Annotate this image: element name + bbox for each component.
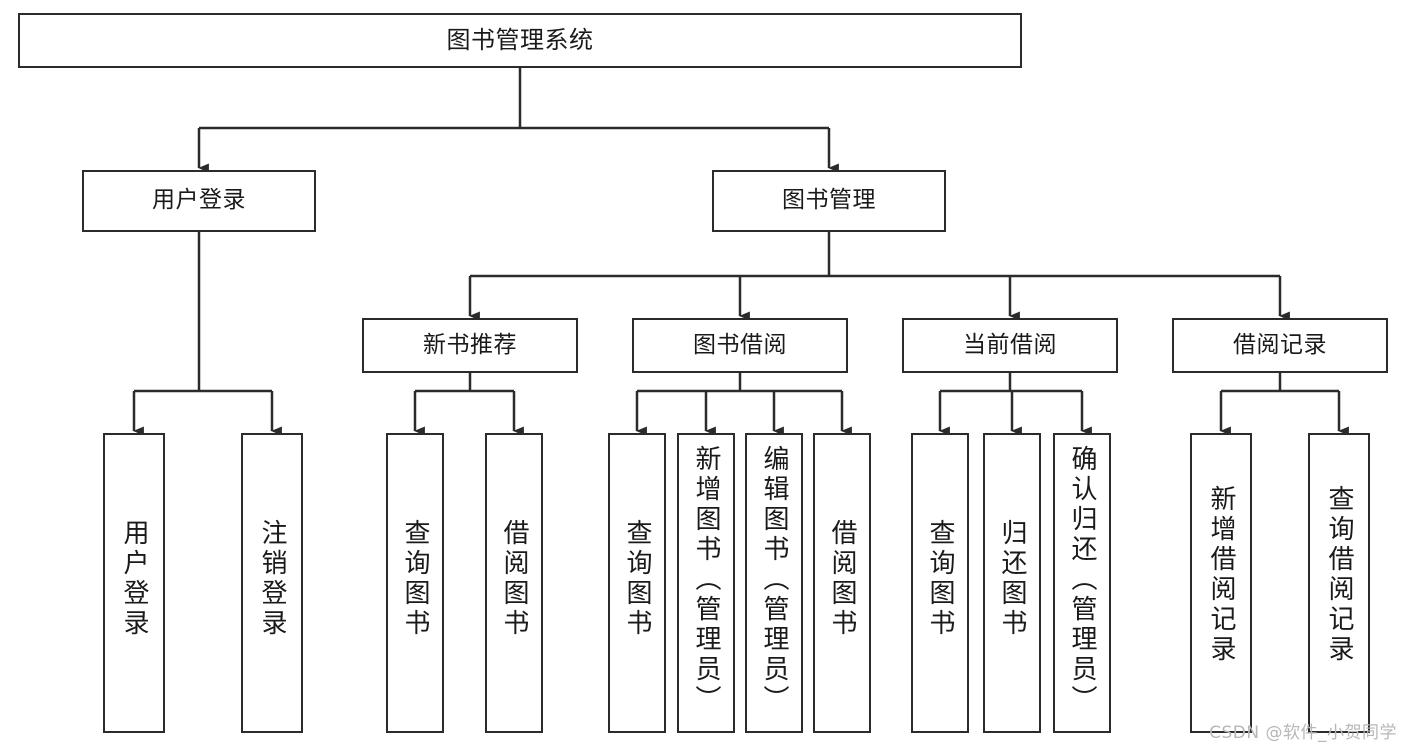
csdn-watermark: CSDN @软件_小贺同学	[1209, 723, 1397, 743]
node-leaf-query-book-3[interactable]: 查询图书	[911, 433, 969, 733]
node-label: 新增借阅记录	[1206, 485, 1236, 665]
node-label: 注销登录	[257, 519, 287, 639]
node-label: 图书管理系统	[446, 26, 594, 55]
node-user-login[interactable]: 用户登录	[82, 170, 316, 232]
node-book-borrow[interactable]: 图书借阅	[632, 318, 848, 373]
node-book-manage[interactable]: 图书管理	[712, 170, 946, 232]
node-label: 当前借阅	[963, 331, 1057, 358]
node-leaf-user-logout[interactable]: 注销登录	[241, 433, 303, 733]
node-leaf-query-record[interactable]: 查询借阅记录	[1308, 433, 1370, 733]
node-root[interactable]: 图书管理系统	[18, 13, 1022, 68]
node-leaf-user-login[interactable]: 用户登录	[103, 433, 165, 733]
node-leaf-add-record[interactable]: 新增借阅记录	[1190, 433, 1252, 733]
node-label: 用户登录	[152, 187, 246, 214]
node-label: 查询图书	[925, 519, 955, 639]
node-label: 确认归还（管理员）	[1067, 445, 1097, 715]
node-leaf-confirm-return[interactable]: 确认归还（管理员）	[1053, 433, 1111, 733]
node-borrow-record[interactable]: 借阅记录	[1172, 318, 1388, 373]
node-label: 借阅图书	[827, 519, 857, 639]
node-label: 编辑图书（管理员）	[759, 445, 789, 715]
node-leaf-borrow-book-2[interactable]: 借阅图书	[813, 433, 871, 733]
node-leaf-add-book[interactable]: 新增图书（管理员）	[677, 433, 735, 733]
node-label: 借阅图书	[499, 519, 529, 639]
node-label: 查询图书	[400, 519, 430, 639]
node-label: 用户登录	[119, 519, 149, 639]
node-label: 新书推荐	[423, 331, 517, 358]
node-leaf-edit-book[interactable]: 编辑图书（管理员）	[745, 433, 803, 733]
node-label: 新增图书（管理员）	[691, 445, 721, 715]
node-label: 查询借阅记录	[1324, 485, 1354, 665]
node-leaf-borrow-book-1[interactable]: 借阅图书	[485, 433, 543, 733]
node-label: 图书管理	[782, 187, 876, 214]
node-leaf-query-book-2[interactable]: 查询图书	[608, 433, 666, 733]
node-leaf-query-book-1[interactable]: 查询图书	[386, 433, 444, 733]
node-new-book-rec[interactable]: 新书推荐	[362, 318, 578, 373]
node-label: 归还图书	[997, 519, 1027, 639]
node-label: 借阅记录	[1233, 331, 1327, 358]
node-label: 图书借阅	[693, 331, 787, 358]
node-current-borrow[interactable]: 当前借阅	[902, 318, 1118, 373]
node-label: 查询图书	[622, 519, 652, 639]
node-leaf-return-book[interactable]: 归还图书	[983, 433, 1041, 733]
